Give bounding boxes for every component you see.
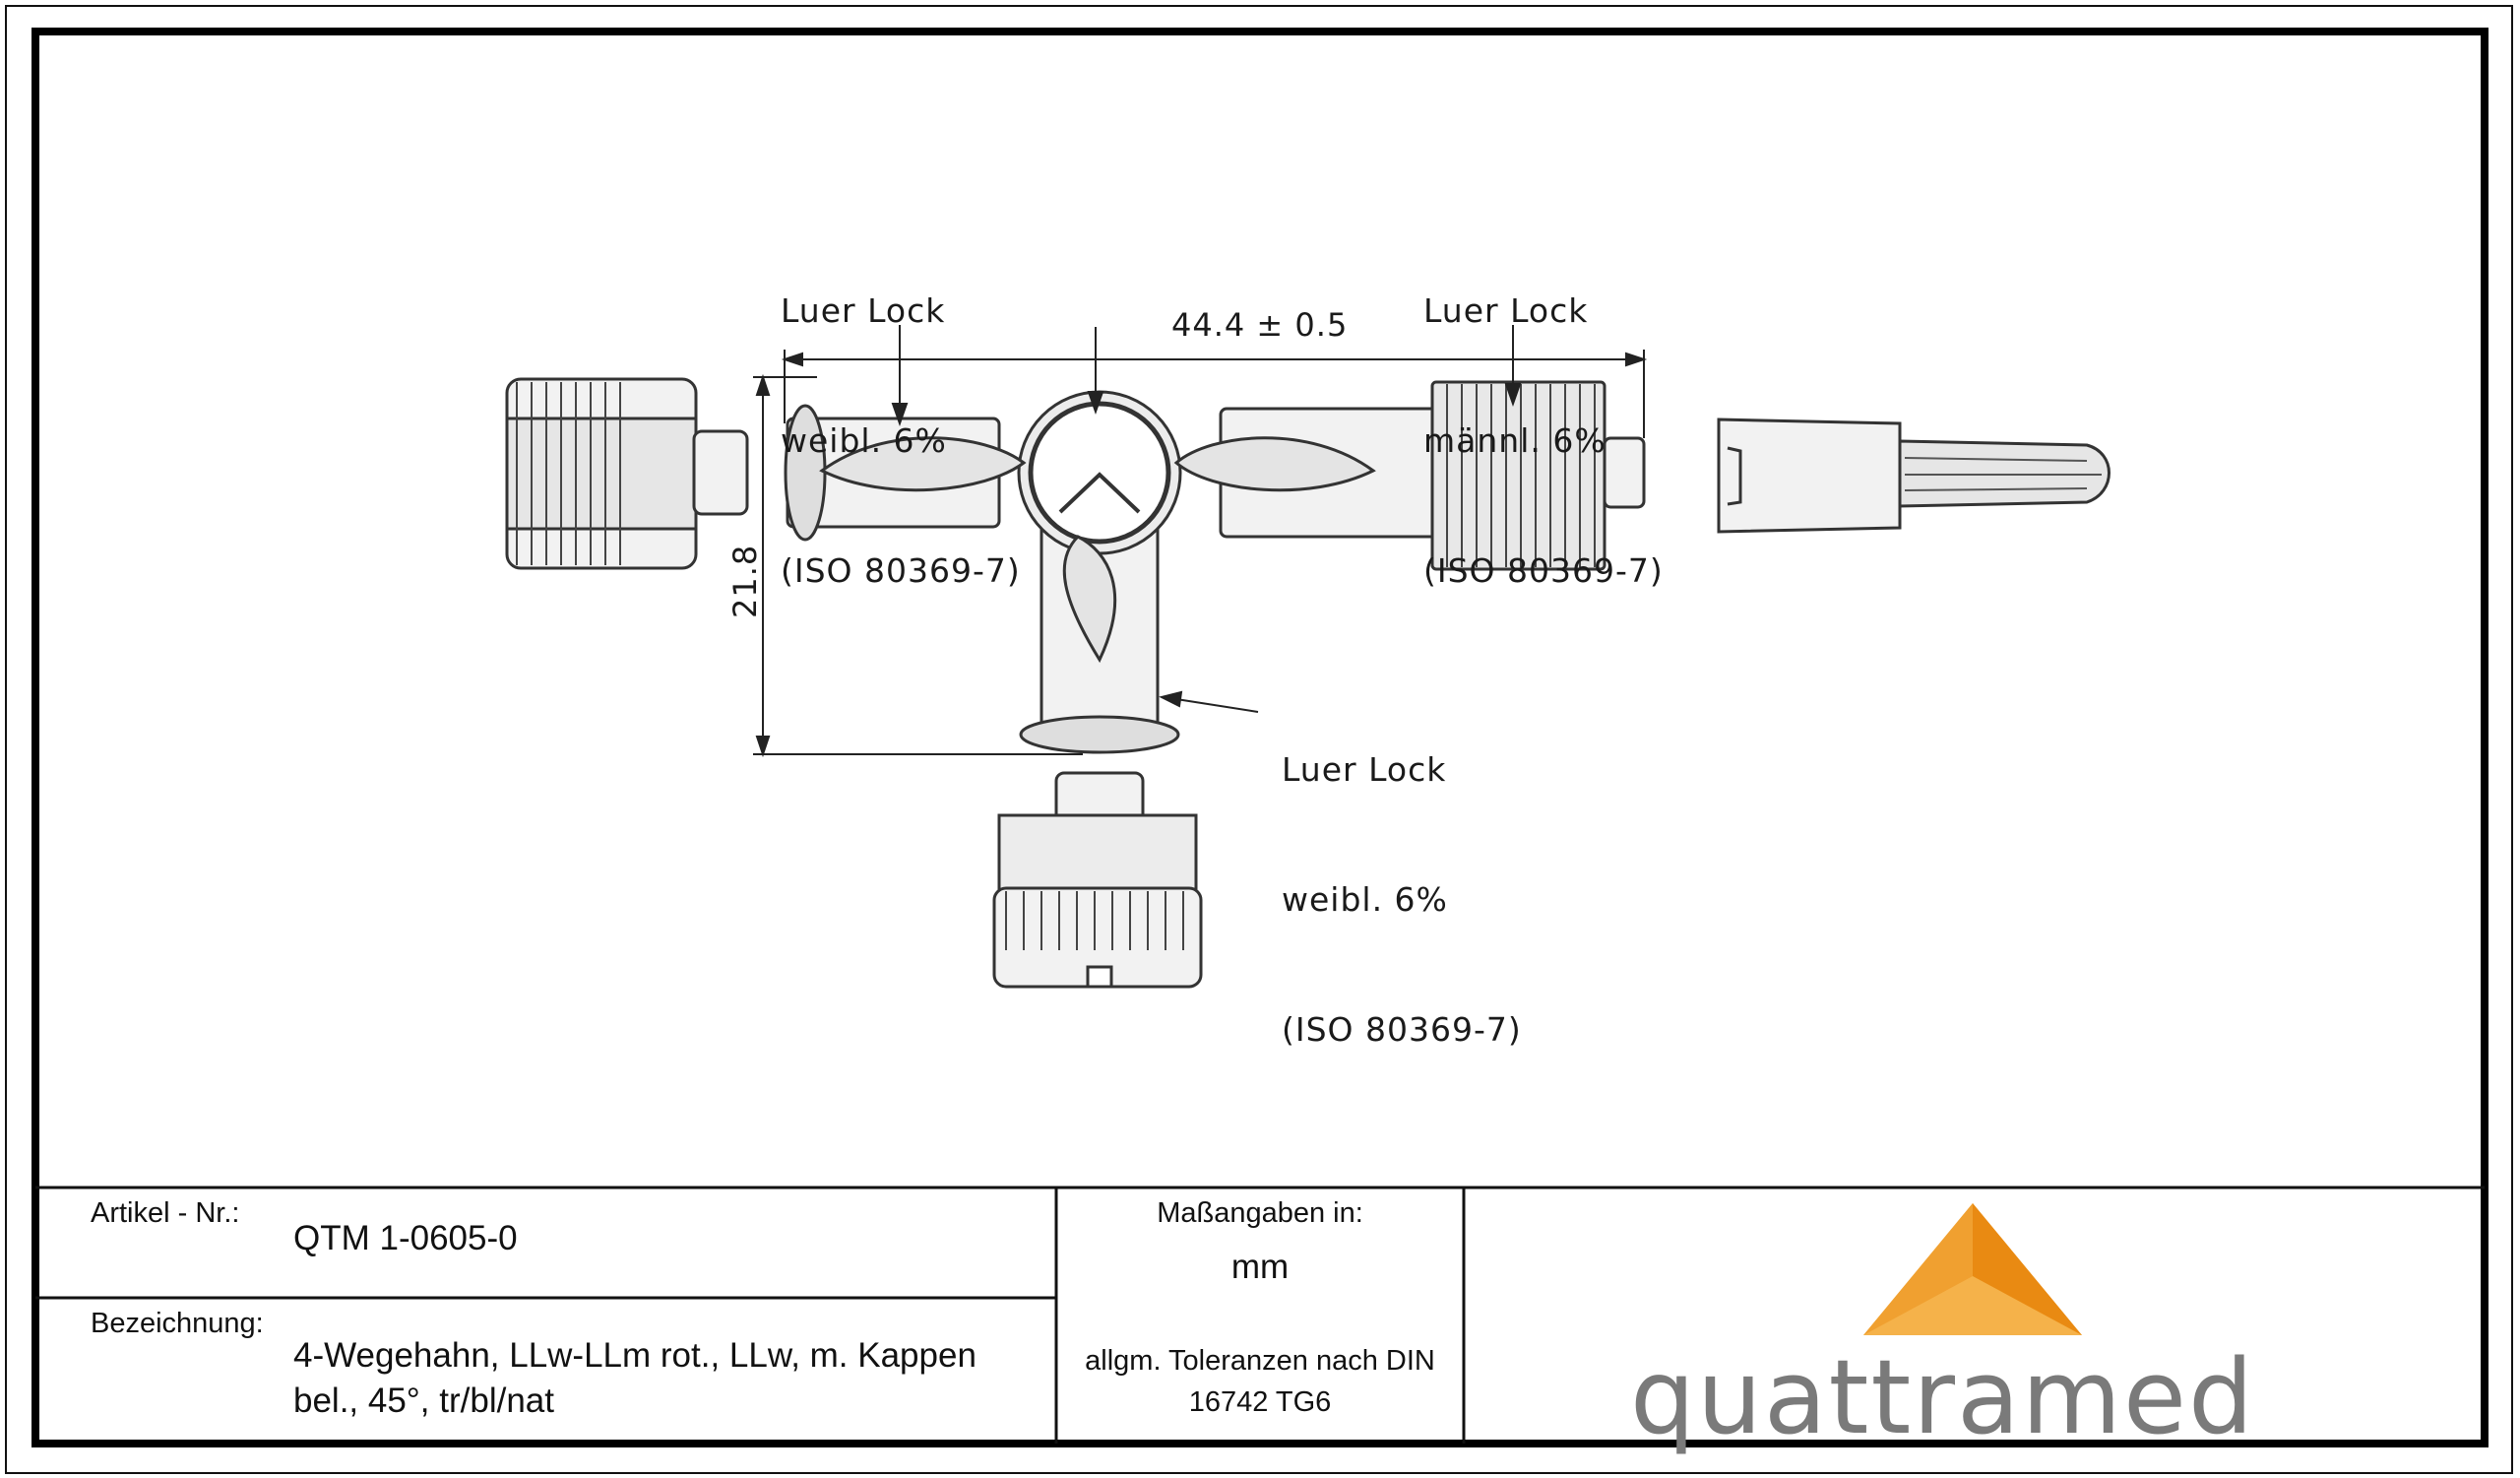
dimension-height: 21.8 — [726, 544, 764, 618]
left-cap — [505, 377, 749, 570]
callout-left-top-line1: Luer Lock — [781, 291, 946, 330]
designation-line2: bel., 45°, tr/bl/nat — [293, 1382, 554, 1420]
title-block-lines — [35, 1186, 2485, 1444]
inner-frame — [32, 28, 2488, 1447]
article-label: Artikel - Nr.: — [91, 1197, 240, 1229]
callout-left-top-line2: weibl. 6% — [781, 421, 947, 460]
stopcock-drawing — [505, 377, 2110, 989]
article-value: QTM 1-0605-0 — [293, 1219, 518, 1257]
callout-right-top-line1: Luer Lock — [1423, 291, 1589, 330]
callout-right-top: Luer Lock männl. 6% (ISO 80369-7) — [1423, 203, 1664, 636]
tolerance-line1: allgm. Toleranzen nach DIN — [1085, 1345, 1435, 1377]
callout-left-top: Luer Lock weibl. 6% (ISO 80369-7) — [781, 203, 1021, 636]
tolerance-line2: 16742 TG6 — [1188, 1386, 1332, 1418]
callout-right-top-line2: männl. 6% — [1423, 421, 1606, 460]
bottom-cap — [992, 771, 1203, 989]
designation-line1: 4-Wegehahn, LLw-LLm rot., LLw, m. Kappen — [293, 1336, 976, 1375]
units-label: Maßangaben in: — [1157, 1197, 1363, 1229]
callout-bottom-line1: Luer Lock — [1282, 750, 1447, 789]
logo-mark — [1863, 1203, 2082, 1335]
dimension-length: 44.4 ± 0.5 — [1171, 306, 1349, 344]
callout-bottom-line3: (ISO 80369-7) — [1282, 1010, 1522, 1049]
designation-label: Bezeichnung: — [91, 1308, 264, 1339]
logo-wordmark: quattramed — [1630, 1337, 2256, 1457]
dimension-lines — [753, 325, 1648, 758]
callout-right-top-line3: (ISO 80369-7) — [1423, 551, 1664, 590]
outer-frame — [5, 5, 2513, 1474]
right-protector — [1717, 418, 2110, 534]
callout-left-top-line3: (ISO 80369-7) — [781, 551, 1021, 590]
units-value: mm — [1230, 1248, 1290, 1286]
callout-bottom: Luer Lock weibl. 6% (ISO 80369-7) — [1282, 662, 1522, 1095]
callout-bottom-line2: weibl. 6% — [1282, 880, 1448, 919]
